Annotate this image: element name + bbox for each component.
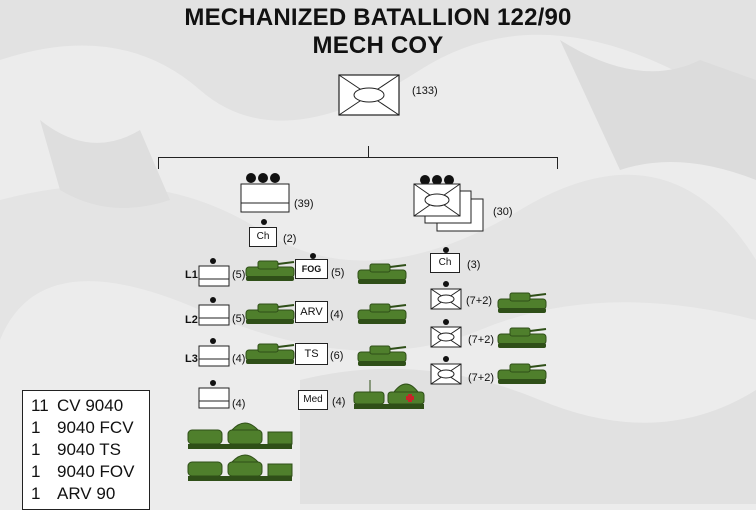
tank-vehicle-icon	[497, 292, 547, 314]
tank-vehicle-icon	[245, 303, 295, 325]
right-row-count-2: (7+2)	[468, 334, 494, 346]
rank-dot	[258, 173, 268, 183]
rank-dot	[261, 219, 267, 225]
rank-dot	[210, 297, 216, 303]
row-count-l1: (5)	[232, 269, 246, 281]
branch-left-tick	[158, 157, 159, 169]
tracked-carrier-icon	[187, 422, 293, 449]
squad-symbol	[198, 345, 230, 367]
infantry-unit-symbol	[430, 363, 462, 385]
hq-infantry-symbol	[338, 74, 400, 116]
support-count-arv: (4)	[330, 309, 344, 321]
rank-dot	[210, 258, 216, 264]
row-label-l1: L1	[185, 269, 198, 281]
tracked-carrier-icon	[187, 454, 293, 481]
rank-dot	[270, 173, 280, 183]
row-count-l4: (4)	[232, 398, 246, 410]
tank-vehicle-icon	[357, 263, 407, 285]
right-row-count-1: (7+2)	[466, 295, 492, 307]
rank-dot	[210, 338, 216, 344]
company-count: (30)	[493, 206, 513, 218]
row-label-l2: L2	[185, 314, 198, 326]
rank-dot	[210, 380, 216, 386]
tank-vehicle-icon	[497, 327, 547, 349]
ch-box-right: Ch	[430, 253, 460, 273]
tank-vehicle-icon	[497, 363, 547, 385]
support-count-fog: (5)	[331, 267, 345, 279]
page-title-line1: MECHANIZED BATALLION 122/90	[184, 4, 572, 31]
ch-box-left: Ch	[249, 227, 277, 247]
tank-vehicle-icon	[245, 343, 295, 365]
hq-connector	[368, 146, 369, 158]
ch-count-left: (2)	[283, 233, 297, 245]
rank-dot	[443, 281, 449, 287]
support-count-med: (4)	[332, 396, 346, 408]
rank-dot	[246, 173, 256, 183]
branch-right-tick	[557, 157, 558, 169]
page-title-line2: MECH COY	[312, 32, 444, 59]
squad-symbol	[198, 387, 230, 409]
support-box-med: Med	[298, 390, 328, 410]
rank-dot	[444, 175, 454, 185]
support-count-ts: (6)	[330, 350, 344, 362]
rank-dot	[443, 247, 449, 253]
row-label-l3: L3	[185, 353, 198, 365]
rank-dot	[432, 175, 442, 185]
rank-dot	[420, 175, 430, 185]
support-box-fog: FOG	[295, 259, 328, 279]
row-count-l2: (5)	[232, 313, 246, 325]
support-box-arv: ARV	[295, 301, 328, 323]
tank-vehicle-icon	[357, 345, 407, 367]
tank-vehicle-icon	[245, 260, 295, 282]
tank-vehicle-icon	[357, 303, 407, 325]
hq-count: (133)	[412, 85, 438, 97]
company-symbol-stack	[413, 183, 484, 232]
squad-symbol	[198, 265, 230, 287]
platoon-symbol	[240, 183, 290, 213]
squad-symbol	[198, 304, 230, 326]
platoon-count: (39)	[294, 198, 314, 210]
rank-dot	[443, 319, 449, 325]
right-row-count-3: (7+2)	[468, 372, 494, 384]
rank-dot	[310, 253, 316, 259]
tracked-carrier-icon	[353, 380, 425, 409]
rank-dot	[443, 356, 449, 362]
infantry-unit-symbol	[430, 326, 462, 348]
ch-count-right: (3)	[467, 259, 481, 271]
branch-bar	[158, 157, 558, 158]
row-count-l3: (4)	[232, 353, 246, 365]
support-box-ts: TS	[295, 343, 328, 365]
infantry-unit-symbol	[430, 288, 462, 310]
